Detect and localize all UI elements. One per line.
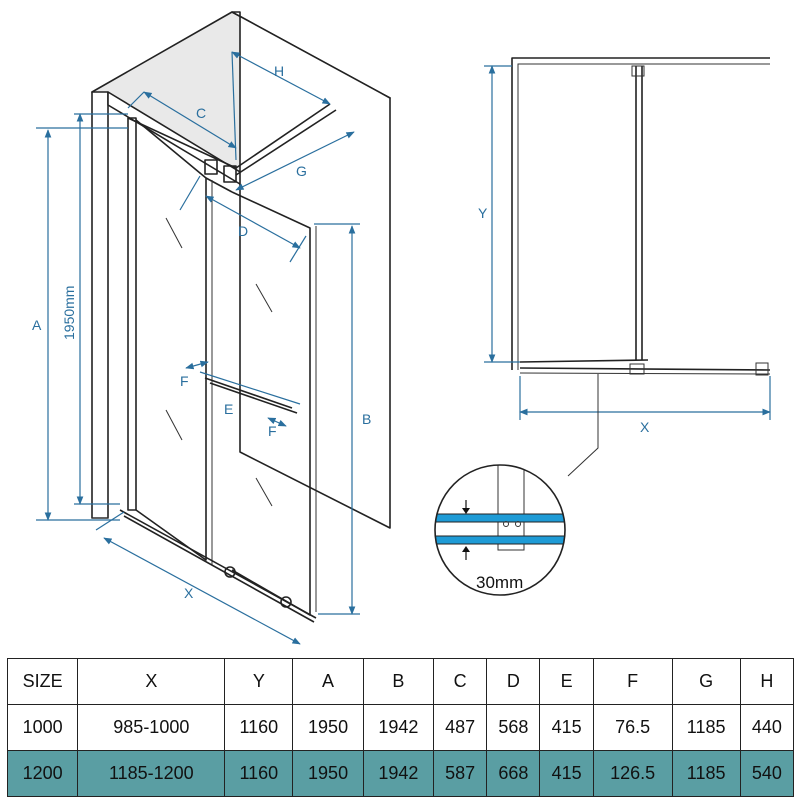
table-header: A <box>292 658 364 705</box>
table-header-row: SIZE X Y A B C D E F G H <box>6 658 795 705</box>
table-cell: 1185 <box>671 704 741 751</box>
detail-screw-1 <box>503 521 509 527</box>
table-cell: 126.5 <box>592 750 673 797</box>
table-cell: 985-1000 <box>77 704 226 751</box>
table-cell: 1000 <box>6 704 79 751</box>
table-cell: 1950 <box>292 704 364 751</box>
table-row: 1200 1185-1200 1160 1950 1942 587 668 41… <box>6 750 795 797</box>
detail-label: 30mm <box>476 573 523 592</box>
bottom-rail-edge <box>123 515 315 623</box>
table-header: H <box>739 658 795 705</box>
dim-label-c: C <box>196 105 206 121</box>
detail-circle <box>434 464 566 596</box>
table-header: D <box>486 658 541 705</box>
plan-wall-inner <box>517 63 770 370</box>
table-cell: 487 <box>433 704 488 751</box>
plan-sliding-glass <box>519 367 771 371</box>
table-cell: 1160 <box>224 704 294 751</box>
dim-label-d: D <box>238 223 248 239</box>
table-cell: 587 <box>433 750 488 797</box>
wall-right <box>231 11 391 529</box>
table-header: E <box>539 658 594 705</box>
perspective-view <box>91 11 391 623</box>
table-header: SIZE <box>6 658 79 705</box>
table-header: F <box>592 658 673 705</box>
dim-label-a: A <box>32 317 42 333</box>
table-header: G <box>671 658 741 705</box>
table-header: B <box>362 658 435 705</box>
table-cell: 415 <box>539 704 594 751</box>
door-top-edge <box>205 177 233 193</box>
detail-glass-fixed <box>435 513 565 523</box>
handle-bar-edge <box>209 382 298 414</box>
bottom-rail <box>119 509 317 619</box>
plan-glass-edge <box>519 372 771 375</box>
plan-clamp <box>631 65 645 77</box>
table-cell: 415 <box>539 750 594 797</box>
table-cell: 440 <box>739 704 795 751</box>
detail-glass-sliding <box>435 535 565 545</box>
dim-label-f-left: F <box>180 373 189 389</box>
technical-drawing: H C G D A 1950mm B E F F <box>32 11 771 645</box>
plan-view: Y X <box>478 57 771 477</box>
detail-view: 30mm <box>434 464 606 596</box>
table-cell: 1942 <box>362 704 435 751</box>
table-cell: 668 <box>486 750 541 797</box>
clamp-left <box>204 159 218 175</box>
glass-reflections <box>165 217 273 507</box>
table-cell: 1160 <box>224 750 294 797</box>
plan-fixed-glass <box>519 359 649 363</box>
dim-label-x-perspective: X <box>184 585 194 601</box>
dim-label-b: B <box>362 411 371 427</box>
table-cell: 1200 <box>6 750 79 797</box>
dim-label-e: E <box>224 401 233 417</box>
table-cell: 1185 <box>671 750 741 797</box>
dim-label-f-right: F <box>268 423 277 439</box>
table-header: C <box>433 658 488 705</box>
dim-label-x-plan: X <box>640 419 650 435</box>
dim-label-height: 1950mm <box>61 286 77 340</box>
table-cell: 540 <box>739 750 795 797</box>
table-header: X <box>77 658 226 705</box>
table-cell: 76.5 <box>592 704 673 751</box>
wall-left <box>91 91 109 519</box>
table-cell: 1950 <box>292 750 364 797</box>
detail-leader <box>567 374 599 477</box>
handle-bar[interactable] <box>204 377 293 409</box>
table-cell: 1185-1200 <box>77 750 226 797</box>
dim-label-y: Y <box>478 205 488 221</box>
fixed-panel <box>127 117 137 511</box>
plan-end-stop <box>755 362 769 376</box>
detail-roller <box>568 530 588 540</box>
detail-bracket <box>566 546 606 568</box>
dimensions: H C G D A 1950mm B E F F <box>32 51 371 645</box>
plan-wall <box>511 57 770 370</box>
table-row: 1000 985-1000 1160 1950 1942 487 568 415… <box>6 704 795 751</box>
dim-label-g: G <box>296 163 307 179</box>
plan-roller <box>629 363 645 375</box>
detail-screw-2 <box>515 521 521 527</box>
table-cell: 1942 <box>362 750 435 797</box>
glass-panel-left <box>135 119 207 561</box>
table-cell: 568 <box>486 704 541 751</box>
dim-label-h: H <box>274 63 284 79</box>
detail-arm <box>497 465 525 551</box>
table-header: Y <box>224 658 294 705</box>
spec-table: SIZE X Y A B C D E F G H 1000 985-1000 1… <box>6 658 795 797</box>
